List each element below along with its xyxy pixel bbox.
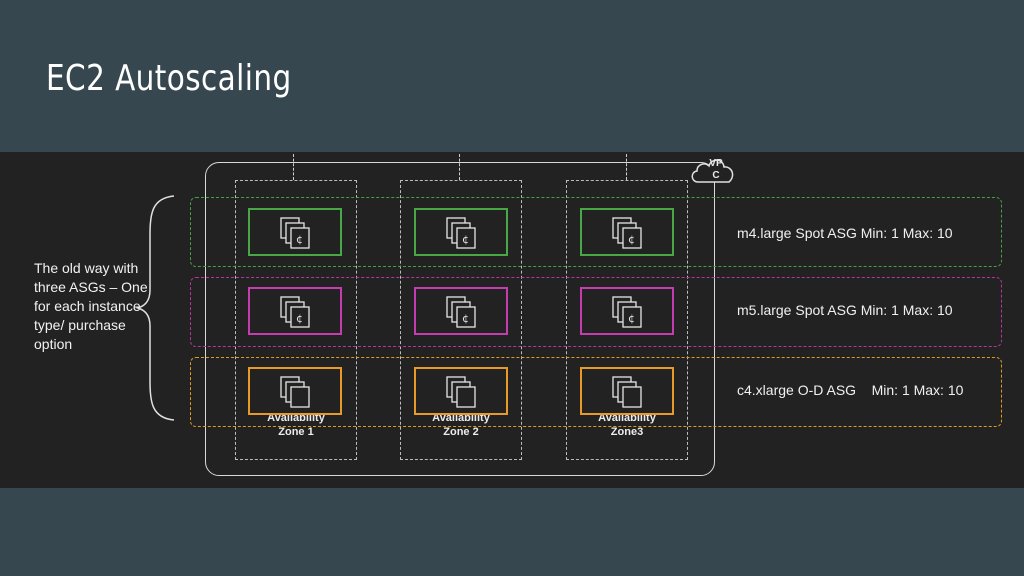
svg-text:¢: ¢ — [296, 312, 303, 325]
instance-group-box: ¢ — [248, 208, 342, 256]
zone-label: Availability Zone 2 — [432, 412, 490, 438]
asg-label: m4.large Spot ASG Min: 1 Max: 10 — [737, 225, 953, 241]
spot-instances-icon: ¢ — [280, 296, 310, 328]
connector-line — [459, 154, 460, 180]
curly-brace-icon — [135, 195, 175, 421]
availability-zone-1: Availability Zone 1 — [235, 180, 357, 460]
instance-group-box — [248, 367, 342, 415]
spot-instances-icon: ¢ — [280, 217, 310, 249]
spot-instances-icon: ¢ — [612, 296, 642, 328]
instance-group-box: ¢ — [414, 287, 508, 335]
asg-label: c4.xlarge O-D ASG Min: 1 Max: 10 — [737, 382, 964, 398]
vpc-container — [205, 162, 715, 476]
connector-line — [626, 154, 627, 180]
diagram-band: The old way with three ASGs – One for ea… — [0, 152, 1024, 488]
asg-row-m4-spot — [190, 197, 1002, 267]
svg-text:¢: ¢ — [462, 312, 469, 325]
spot-instances-icon: ¢ — [612, 217, 642, 249]
svg-text:¢: ¢ — [296, 233, 303, 246]
slide-title: EC2 Autoscaling — [46, 58, 292, 99]
asg-row-c4-ondemand — [190, 357, 1002, 427]
connector-line — [293, 154, 294, 180]
svg-text:¢: ¢ — [628, 233, 635, 246]
svg-text:¢: ¢ — [462, 233, 469, 246]
instance-group-box — [414, 367, 508, 415]
spot-instances-icon: ¢ — [446, 296, 476, 328]
on-demand-instances-icon — [280, 376, 310, 408]
side-note: The old way with three ASGs – One for ea… — [34, 260, 148, 352]
on-demand-instances-icon — [446, 376, 476, 408]
instance-group-box: ¢ — [580, 287, 674, 335]
instance-group-box: ¢ — [248, 287, 342, 335]
asg-label: m5.large Spot ASG Min: 1 Max: 10 — [737, 302, 953, 318]
instance-group-box — [580, 367, 674, 415]
svg-text:¢: ¢ — [628, 312, 635, 325]
asg-row-m5-spot — [190, 277, 1002, 347]
instance-group-box: ¢ — [580, 208, 674, 256]
availability-zone-3: Availability Zone3 — [566, 180, 688, 460]
vpc-label: VP C — [709, 158, 723, 181]
spot-instances-icon: ¢ — [446, 217, 476, 249]
availability-zone-2: Availability Zone 2 — [400, 180, 522, 460]
zone-label: Availability Zone 1 — [267, 412, 325, 438]
instance-group-box: ¢ — [414, 208, 508, 256]
zone-label: Availability Zone3 — [598, 412, 656, 438]
cloud-icon — [691, 159, 734, 183]
on-demand-instances-icon — [612, 376, 642, 408]
